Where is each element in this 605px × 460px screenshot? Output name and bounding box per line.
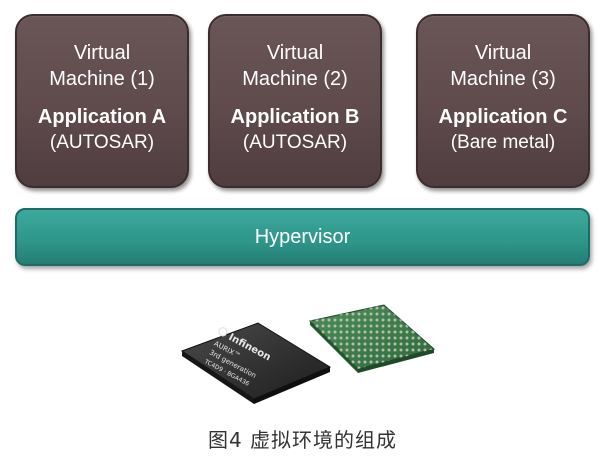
vm-1-application-name: Application A: [37, 106, 167, 128]
virtual-machine-2-box: Virtual Machine (2) Application B (AUTOS…: [208, 14, 382, 188]
figure-caption: 图4 虚拟环境的组成: [207, 428, 398, 452]
vm-3-title-line1: Virtual: [474, 42, 532, 64]
vm-3-application-type: (Bare metal): [450, 132, 556, 153]
hypervisor-bar: Hypervisor: [15, 208, 590, 266]
virtual-machine-3-box: Virtual Machine (3) Application C (Bare …: [416, 14, 590, 188]
vm-3-application-name: Application C: [438, 106, 568, 128]
vm-1-title-line2: Machine (1): [49, 68, 155, 90]
vm-2-application-name: Application B: [230, 106, 360, 128]
vm-1-title-line1: Virtual: [73, 42, 131, 64]
chip-underside: [308, 304, 436, 373]
chip-package: Infineon AURIX™ 3rd generation TC4D9 · B…: [180, 322, 332, 404]
vm-2-title-line2: Machine (2): [242, 68, 348, 90]
virtual-machine-1-box: Virtual Machine (1) Application A (AUTOS…: [15, 14, 189, 188]
hypervisor-label: Hypervisor: [254, 226, 351, 248]
vm-3-title-line2: Machine (3): [450, 68, 556, 90]
aurix-chip-illustration: Infineon AURIX™ 3rd generation TC4D9 · B…: [180, 304, 436, 404]
vm-2-title-line1: Virtual: [266, 42, 324, 64]
infineon-logo-icon: [218, 327, 228, 337]
vm-2-application-type: (AUTOSAR): [242, 132, 348, 153]
vm-1-application-type: (AUTOSAR): [49, 132, 155, 153]
